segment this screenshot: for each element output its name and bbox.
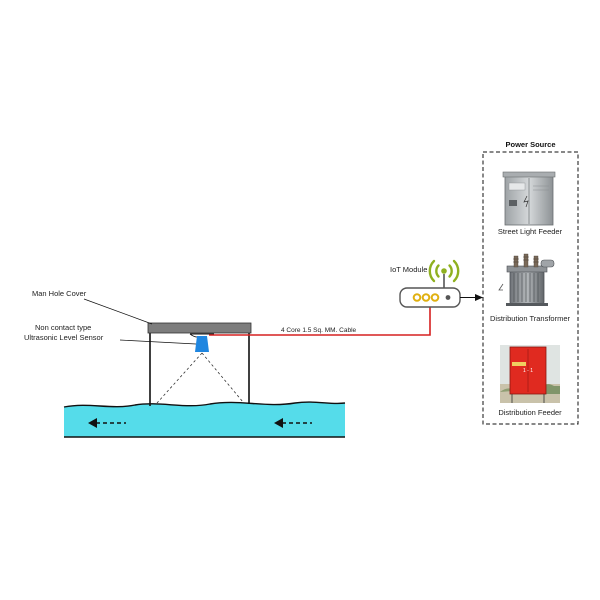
manhole-cover-label: Man Hole Cover [32, 289, 87, 298]
signal-cable: 4 Core 1.5 Sq. MM. Cable [209, 307, 431, 336]
manhole-cover-callout: Man Hole Cover [32, 289, 153, 325]
water-body [64, 402, 345, 437]
sensor-leader [119, 339, 197, 345]
cable-label: 4 Core 1.5 Sq. MM. Cable [281, 327, 357, 334]
power-source-title: Power Source [505, 140, 555, 149]
manhole-cover [147, 322, 252, 334]
wifi-icon [428, 259, 460, 283]
power-source-panel: Power Source Street Light Feeder [482, 140, 579, 425]
power-source-border [482, 151, 579, 425]
sensor-label-line1: Non contact type [35, 323, 91, 332]
sensor-body [195, 336, 209, 352]
iot-module: IoT Module [390, 259, 461, 308]
status-leds [412, 293, 440, 302]
iot-module-label: IoT Module [390, 265, 427, 274]
manhole-chamber [147, 322, 252, 406]
flow-arrow-left [88, 418, 126, 428]
distribution-transformer-image [498, 253, 555, 306]
water-channel [63, 401, 346, 438]
distribution-transformer-label: Distribution Transformer [490, 314, 571, 323]
sensor-wire-arc [189, 333, 198, 338]
sensor-label-line2: Ultrasonic Level Sensor [24, 333, 104, 342]
manhole-cover-leader [83, 298, 153, 325]
power-connection [460, 294, 483, 301]
feeder-panel-text: 1 - 1 [523, 368, 533, 374]
sensor-callout: Non contact type Ultrasonic Level Sensor [24, 323, 197, 345]
street-light-feeder-image [502, 171, 556, 226]
ultrasonic-sensor [189, 333, 214, 352]
cable-line [209, 307, 431, 336]
distribution-feeder-image: 1 - 1 [500, 345, 560, 403]
sensor-beam [156, 352, 244, 404]
arrow-head [475, 294, 483, 301]
water-surface-line [63, 401, 346, 408]
power-led [445, 295, 451, 300]
distribution-feeder-label: Distribution Feeder [498, 408, 562, 417]
street-light-feeder-label: Street Light Feeder [498, 227, 563, 236]
flow-arrow-right [274, 418, 312, 428]
